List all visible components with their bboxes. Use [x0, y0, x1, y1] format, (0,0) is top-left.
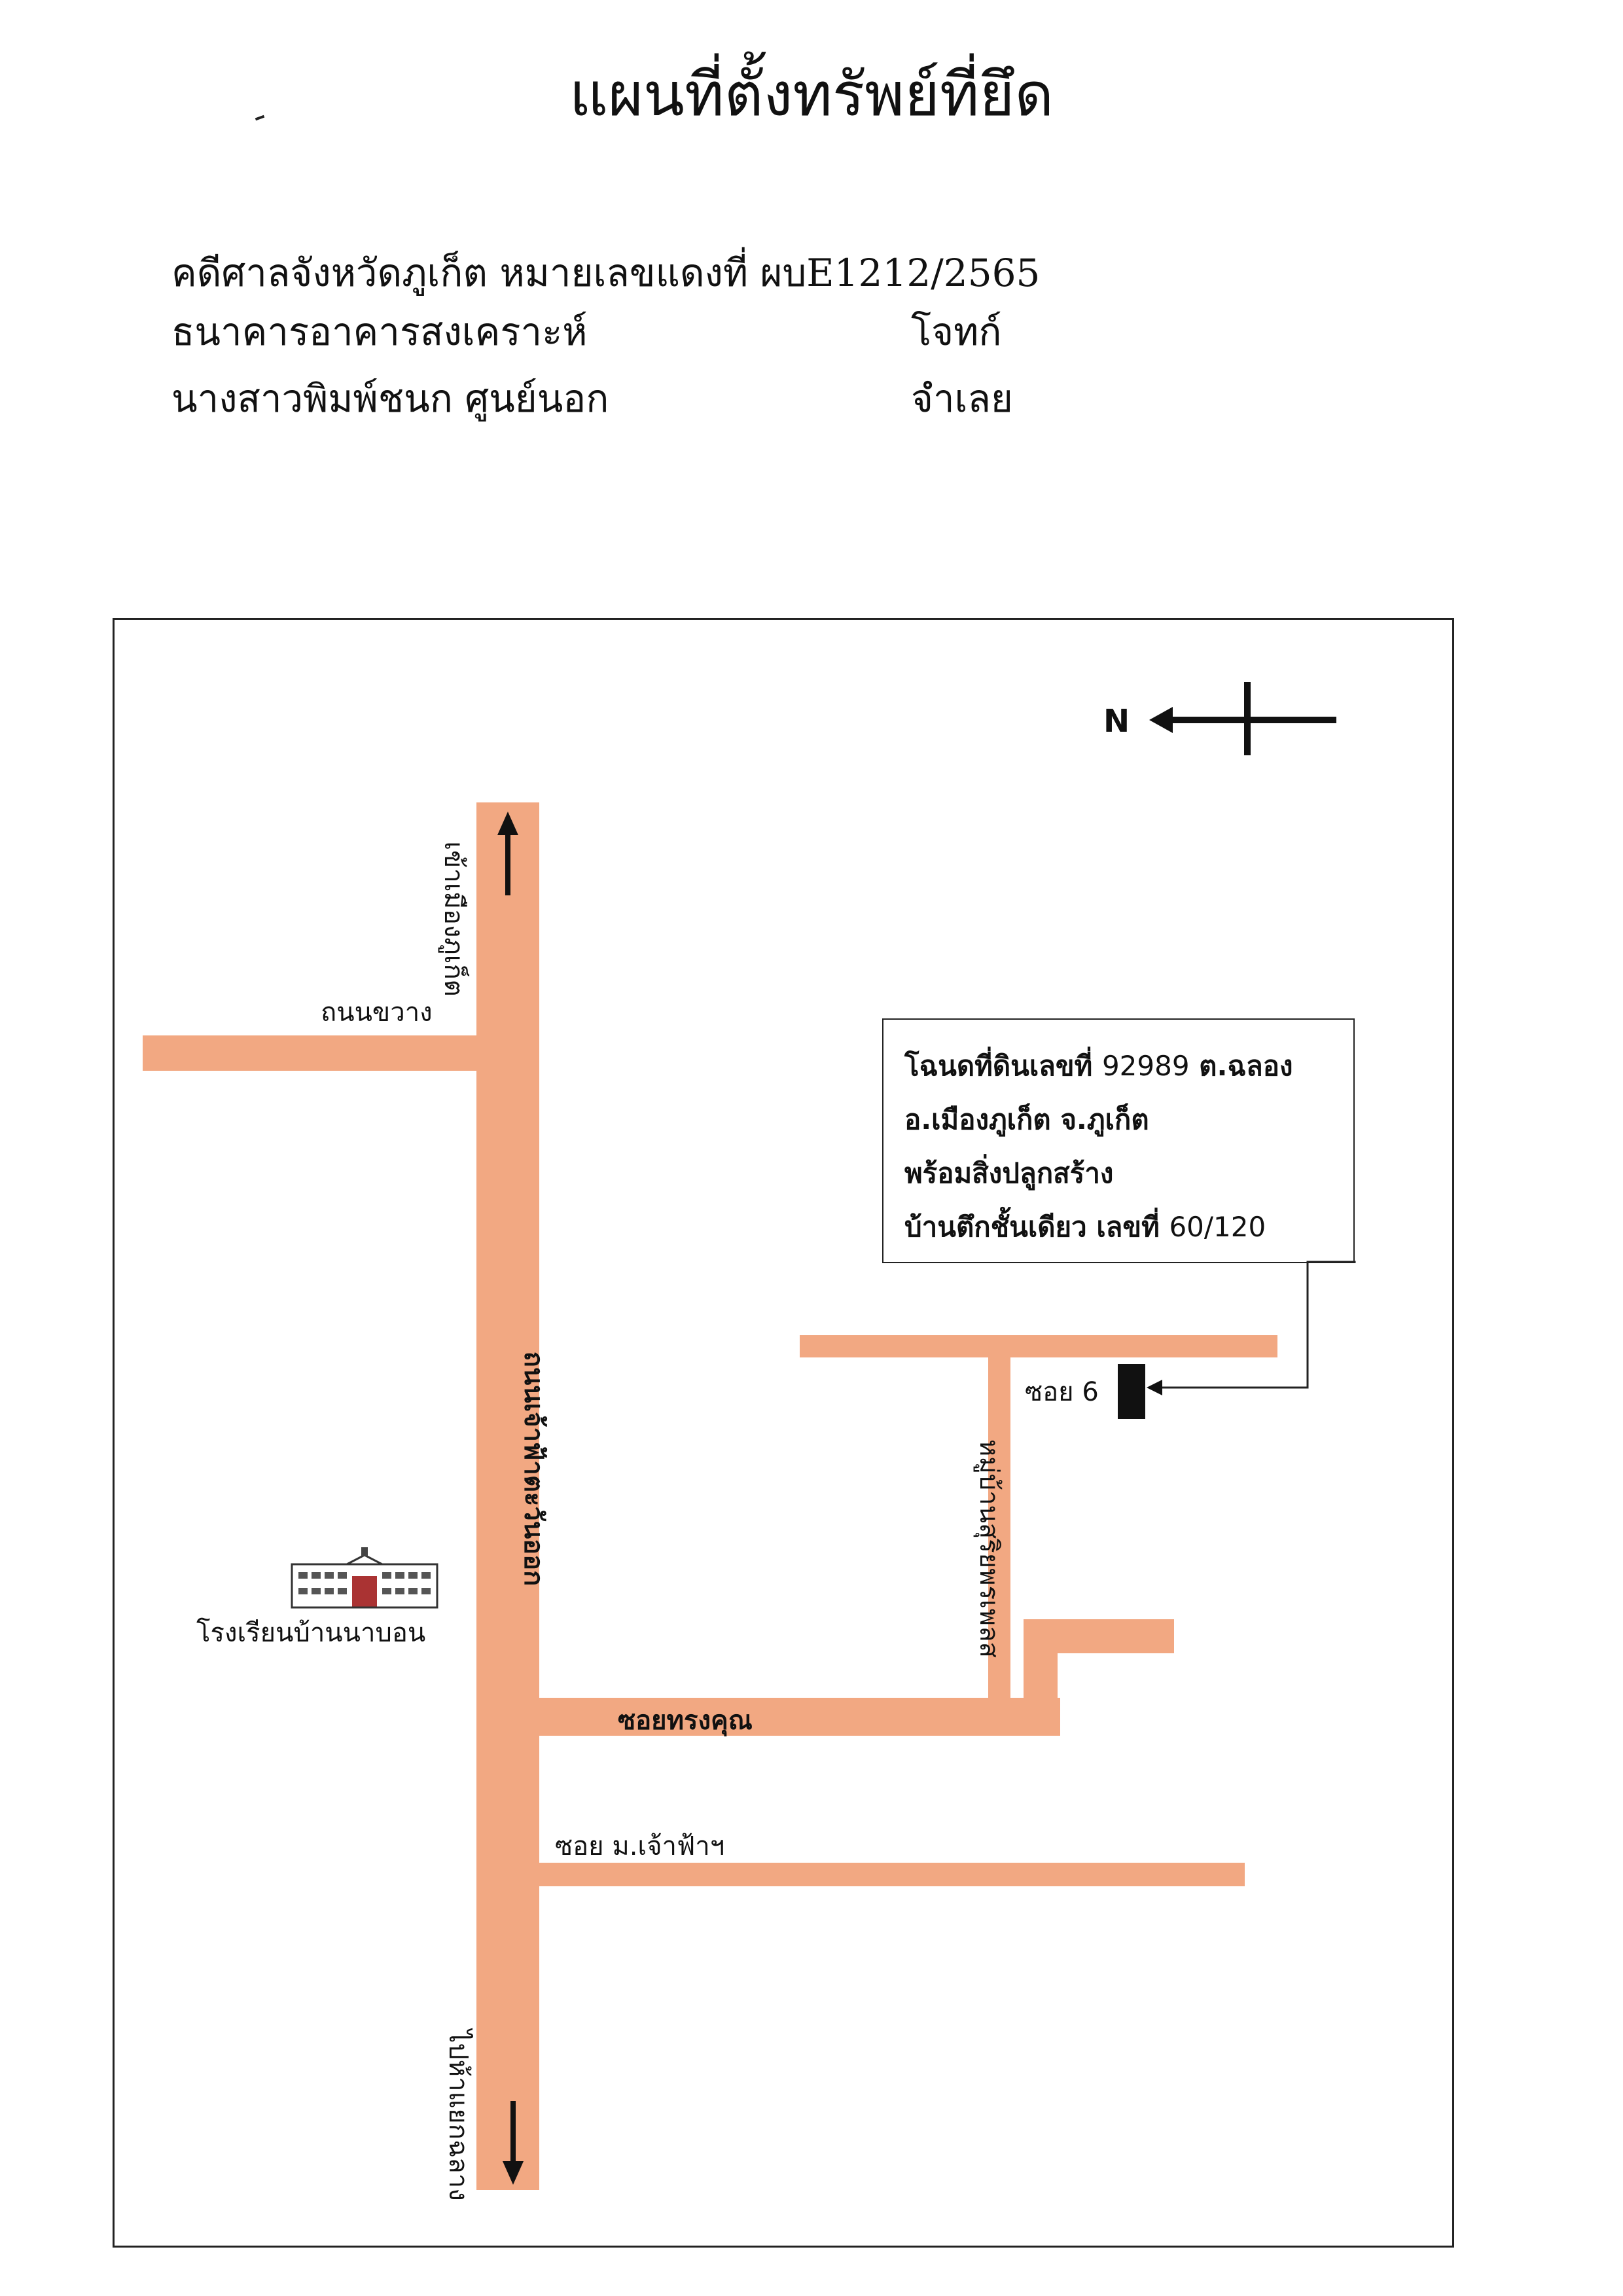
- main-road-label: ถนนเจ้าฟ้าตะวันออก: [518, 1351, 548, 1587]
- plaintiff-role: โจทก์: [911, 310, 1002, 354]
- defendant-name: นางสาวพิมพ์ชนก ศูนย์นอก: [171, 376, 609, 421]
- soi-6-label: ซอย 6: [1025, 1377, 1099, 1407]
- deed-line-2: อ.เมืองภูเก็ต จ.ภูเก็ต: [904, 1103, 1149, 1136]
- deed-line-1: โฉนดที่ดินเลขที่ 92989 ต.ฉลอง: [904, 1039, 1353, 1093]
- property-marker: [1118, 1364, 1145, 1419]
- north-arrow-icon: [1149, 682, 1336, 755]
- deed-line-4: บ้านตึกชั้นเดียว เลขที่ 60/120: [904, 1200, 1353, 1254]
- village-road: [988, 1357, 1010, 1699]
- to-phuket-label: เข้าเมืองภูเก็ต: [438, 841, 469, 997]
- deed-line-1-a: โฉนดที่ดินเลขที่: [904, 1050, 1102, 1082]
- down-arrow-icon: [503, 2101, 524, 2185]
- branch-road-horizontal: [1024, 1619, 1174, 1653]
- soi-songkhun-label: ซอยทรงคุณ: [618, 1706, 753, 1736]
- defendant-role: จำเลย: [911, 376, 1013, 421]
- main-road: [476, 802, 539, 2190]
- to-intersection-label: ไปห้าแยกฉลาง: [443, 2030, 473, 2201]
- page-title: แผนที่ตั้งทรัพย์ที่ยึด: [569, 60, 1054, 130]
- up-arrow-icon: [497, 812, 518, 895]
- school-label: โรงเรียนบ้านนาบอน: [196, 1618, 426, 1648]
- soi-6-road: [800, 1335, 1277, 1357]
- cross-road: [143, 1035, 478, 1071]
- north-label: N: [1103, 703, 1130, 740]
- court-line-text: คดีศาลจังหวัดภูเก็ต หมายเลขแดงที่ ผบE: [171, 251, 834, 295]
- plaintiff-name: ธนาคารอาคารสงเคราะห์: [171, 310, 588, 354]
- court-line: คดีศาลจังหวัดภูเก็ต หมายเลขแดงที่ ผบE121…: [171, 242, 1040, 303]
- pointer-arrow-icon: [1147, 1261, 1356, 1395]
- deed-line-3: พร้อมสิ่งปลูกสร้าง: [904, 1157, 1114, 1189]
- school-building-icon: [291, 1547, 438, 1609]
- deed-number: 92989: [1101, 1050, 1190, 1082]
- map-frame: [113, 618, 1454, 2248]
- deed-line-4-a: บ้านตึกชั้นเดียว เลขที่: [904, 1211, 1169, 1243]
- case-number: 1212/2565: [834, 251, 1041, 295]
- village-label: หมู่บ้านสุริยพรเพลส: [974, 1439, 1004, 1659]
- soi-chaofa-road: [539, 1863, 1245, 1886]
- deed-line-1-b: ต.ฉลอง: [1189, 1050, 1293, 1082]
- soi-chaofa-label: ซอย ม.เจ้าฟ้าฯ: [555, 1831, 725, 1861]
- cross-road-label: ถนนขวาง: [321, 997, 433, 1028]
- deed-info-box: โฉนดที่ดินเลขที่ 92989 ต.ฉลอง อ.เมืองภูเ…: [882, 1018, 1355, 1263]
- house-number: 60/120: [1169, 1211, 1266, 1243]
- soi-songkhun-road: [539, 1698, 1060, 1736]
